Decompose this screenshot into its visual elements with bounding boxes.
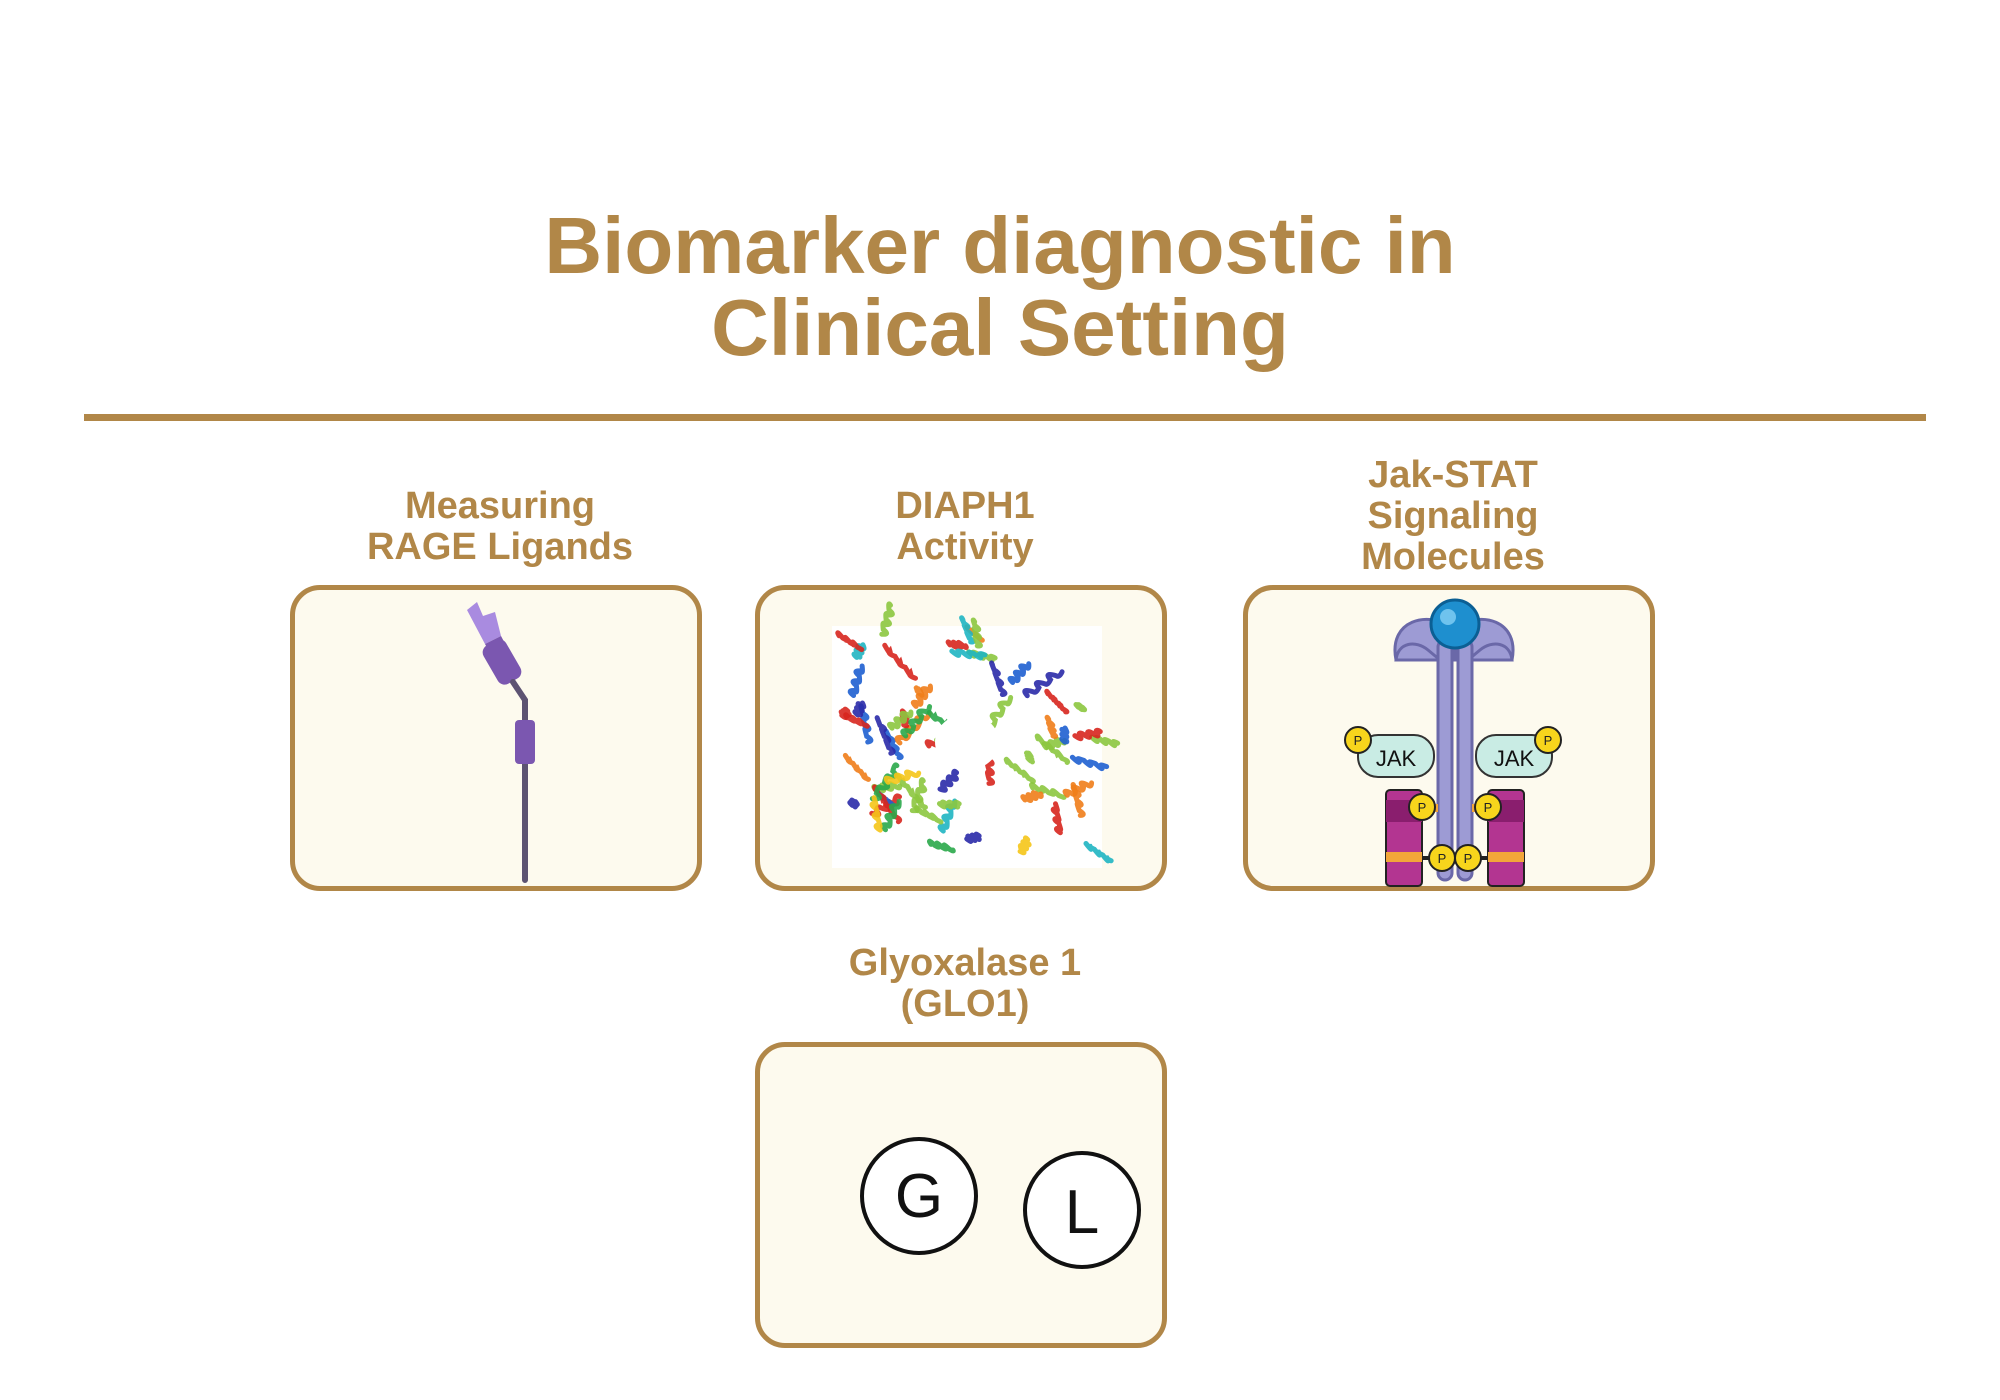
label-diaph1-activity: DIAPH1 Activity bbox=[895, 485, 1035, 568]
receptor-jak-icon: JAK JAK P P P P P P bbox=[1344, 598, 1562, 887]
label-jak-stat: Jak-STAT Signaling Molecules bbox=[1361, 454, 1545, 578]
phosphate-icon bbox=[1534, 726, 1562, 754]
phosphate-icon bbox=[1454, 844, 1482, 872]
card-jak-stat[interactable]: JAK JAK P P P P P P bbox=[1243, 585, 1655, 891]
card-rage-ligands[interactable] bbox=[290, 585, 702, 891]
phosphate-icon bbox=[1408, 793, 1436, 821]
divider bbox=[84, 414, 1926, 421]
label-glo1: Glyoxalase 1 (GLO1) bbox=[848, 942, 1082, 1025]
phosphate-icon bbox=[1344, 726, 1372, 754]
letter-g: G bbox=[895, 1162, 943, 1231]
phosphate-label: P bbox=[1544, 733, 1553, 748]
probe-icon bbox=[467, 602, 535, 883]
card-diaph1-activity[interactable] bbox=[755, 585, 1167, 891]
protein-structure-icon bbox=[832, 601, 1121, 868]
card-glo1[interactable]: G L bbox=[755, 1042, 1167, 1348]
letter-l: L bbox=[1065, 1178, 1099, 1247]
phosphate-label: P bbox=[1438, 851, 1447, 866]
phosphate-label: P bbox=[1418, 800, 1427, 815]
letter-circles-icon: G L bbox=[860, 1137, 1141, 1269]
phosphate-label: P bbox=[1354, 733, 1363, 748]
page-title: Biomarker diagnostic in Clinical Setting bbox=[544, 201, 1456, 372]
label-rage-ligands: Measuring RAGE Ligands bbox=[366, 485, 634, 568]
phosphate-icon bbox=[1474, 793, 1502, 821]
jak-right-label: JAK bbox=[1494, 746, 1535, 771]
phosphate-label: P bbox=[1484, 800, 1493, 815]
jak-left-label: JAK bbox=[1376, 746, 1417, 771]
phosphate-label: P bbox=[1464, 851, 1473, 866]
